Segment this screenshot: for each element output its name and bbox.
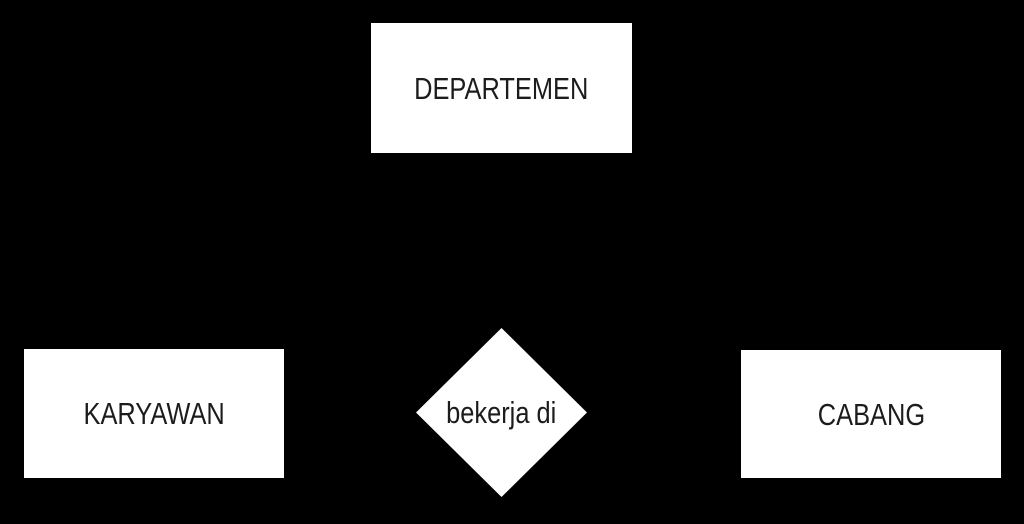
entity-cabang-label: CABANG xyxy=(817,396,925,432)
relationship-bekerja-di-label: bekerja di xyxy=(446,395,557,430)
entity-karyawan: KARYAWAN xyxy=(24,349,284,478)
entity-departemen: DEPARTEMEN xyxy=(371,23,632,153)
entity-karyawan-label: KARYAWAN xyxy=(83,396,225,431)
entity-cabang: CABANG xyxy=(741,350,1001,478)
relationship-bekerja-di-diamond: bekerja di xyxy=(416,328,587,497)
entity-departemen-label: DEPARTEMEN xyxy=(414,70,589,106)
